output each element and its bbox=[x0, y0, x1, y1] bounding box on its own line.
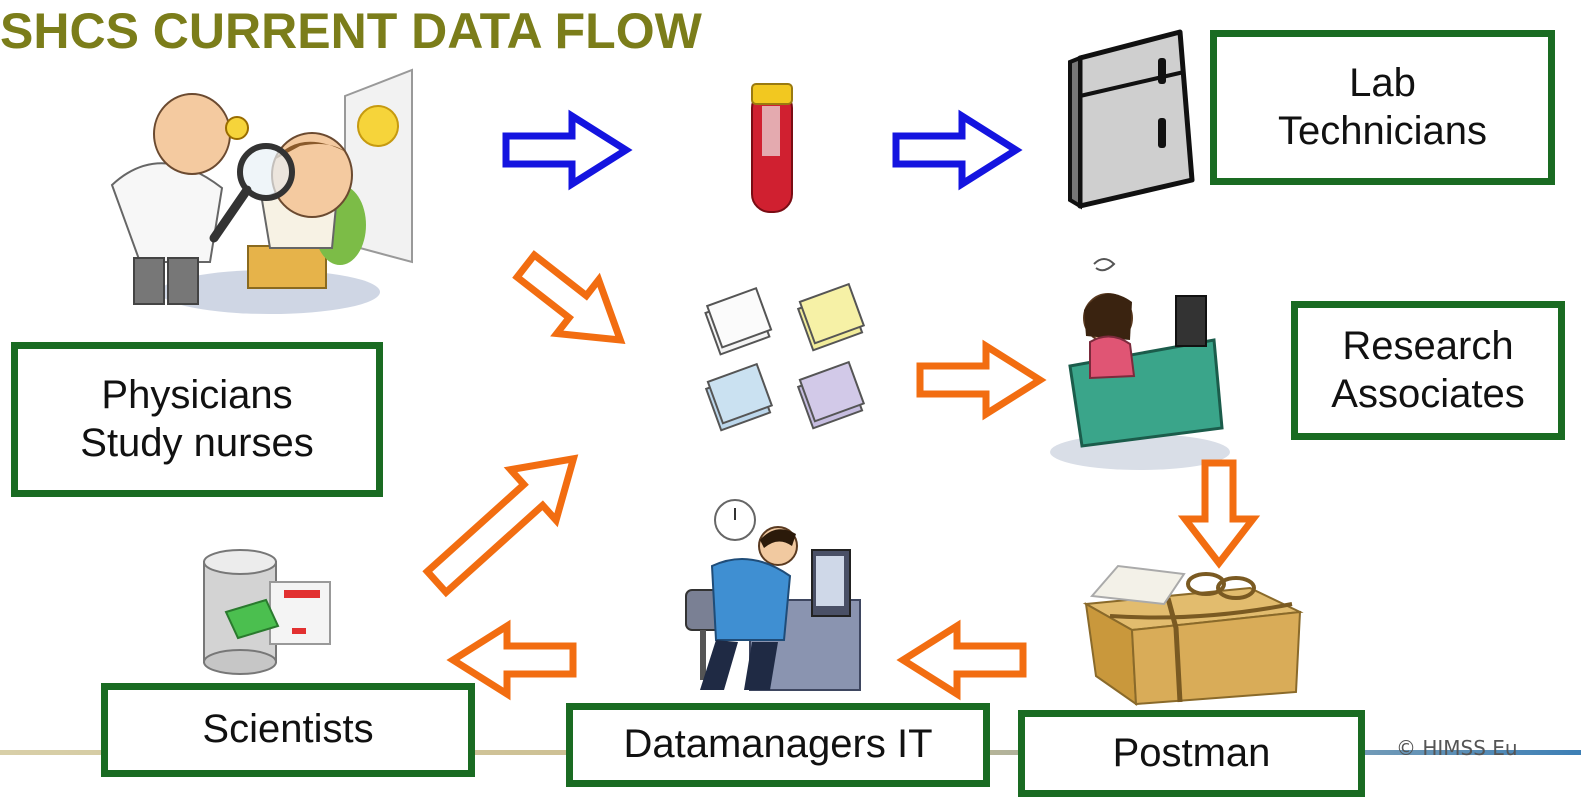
diagram-title: SHCS CURRENT DATA FLOW bbox=[0, 3, 702, 59]
role-label-line: Physicians bbox=[101, 373, 293, 418]
role-label: Scientists bbox=[202, 707, 374, 752]
arrow-research-to-postman bbox=[1177, 459, 1261, 569]
doctor-examining-patient-icon bbox=[110, 68, 413, 314]
arrow-doctor-to-tube bbox=[502, 109, 633, 191]
role-label-line: Lab bbox=[1349, 61, 1416, 106]
arrow-datamanagers-to-scientists bbox=[446, 619, 577, 701]
role-label-line: Research bbox=[1342, 324, 1514, 369]
blood-tube-icon bbox=[751, 83, 793, 213]
arrow-forms-to-research bbox=[916, 339, 1047, 421]
copyright-notice: © HIMSS Eu bbox=[1396, 736, 1518, 760]
parcel-package-icon bbox=[1082, 564, 1304, 706]
research-associate-at-desk-icon bbox=[1050, 258, 1230, 470]
role-box-scientists: Scientists bbox=[101, 683, 475, 777]
role-label-line: Study nurses bbox=[80, 420, 314, 465]
arrow-tube-to-fridge bbox=[892, 109, 1023, 191]
paper-forms-icon bbox=[704, 282, 866, 432]
datamanager-at-computer-icon bbox=[685, 499, 861, 691]
role-label-line: Associates bbox=[1331, 371, 1525, 416]
role-box-research-associates: Research Associates bbox=[1291, 301, 1565, 440]
role-box-physicians-study-nurses: Physicians Study nurses bbox=[11, 342, 383, 497]
role-label-line: Technicians bbox=[1277, 108, 1487, 153]
role-box-datamanagers-it: Datamanagers IT bbox=[566, 703, 990, 787]
role-box-postman: Postman bbox=[1018, 710, 1365, 797]
arrow-scientists-to-forms bbox=[422, 454, 579, 598]
role-label: Datamanagers IT bbox=[623, 722, 933, 767]
arrow-doctor-to-forms bbox=[512, 250, 626, 344]
refrigerator-icon bbox=[1068, 29, 1195, 210]
role-box-lab-technicians: Lab Technicians bbox=[1210, 30, 1555, 185]
arrow-postman-to-datamanagers bbox=[896, 619, 1027, 701]
role-label: Postman bbox=[1112, 730, 1271, 775]
database-export-icon bbox=[203, 549, 331, 675]
